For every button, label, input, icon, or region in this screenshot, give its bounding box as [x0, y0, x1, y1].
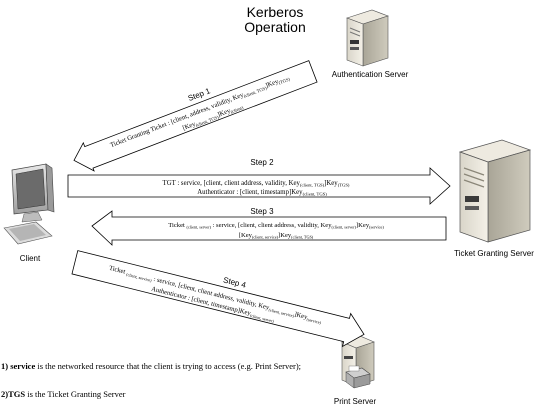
step-2-line-2: Authenticator : [client, timestamp]Key(c…	[197, 189, 327, 198]
footnote-2-term: TGS	[8, 389, 26, 399]
footnote-2-text: is the Ticket Granting Server	[25, 389, 126, 399]
title-line-1: Kerberos	[247, 4, 304, 20]
client-computer-icon	[3, 163, 55, 245]
step-4-line-1: Ticket (client, service) : service, [cli…	[108, 265, 323, 326]
authentication-server-icon	[346, 9, 389, 67]
step-3-label: Step 3	[250, 207, 274, 216]
step-2-arrow	[67, 167, 451, 205]
step-2-line-1: TGT : service, [client, client address, …	[163, 180, 350, 189]
step-1-arrow: Ticket Granting Ticket : [client, addres…	[73, 60, 318, 172]
step-3-line-1: Ticket (client, server) : service, [clie…	[168, 222, 384, 231]
footnote-2: 2)TGS is the Ticket Granting Server	[1, 389, 125, 399]
step-4-arrow: Ticket (client, service) : service, [cli…	[71, 250, 365, 348]
step-2-label: Step 2	[250, 158, 274, 167]
footnote-2-number: 2)	[1, 389, 9, 399]
print-server-icon	[341, 335, 375, 389]
print-server-label: Print Server	[334, 397, 377, 406]
title-line-2: Operation	[244, 19, 305, 35]
footnote-1-number: 1)	[1, 361, 9, 371]
footnote-1-text: is the networked resource that the clien…	[35, 361, 302, 371]
step-3-arrow	[91, 210, 447, 246]
ticket-granting-server-label: Ticket Granting Server	[454, 249, 534, 258]
footnote-1: 1) service is the networked resource tha…	[1, 361, 301, 371]
authentication-server-label: Authentication Server	[332, 70, 409, 79]
footnote-1-term: service	[10, 361, 36, 371]
ticket-granting-server-icon	[458, 139, 532, 243]
client-label: Client	[20, 254, 41, 263]
step-1-line-1: Ticket Granting Ticket : [client, addres…	[109, 74, 291, 151]
step-3-line-2: [Key(client, service)]Key(client, TGS)	[239, 232, 314, 241]
